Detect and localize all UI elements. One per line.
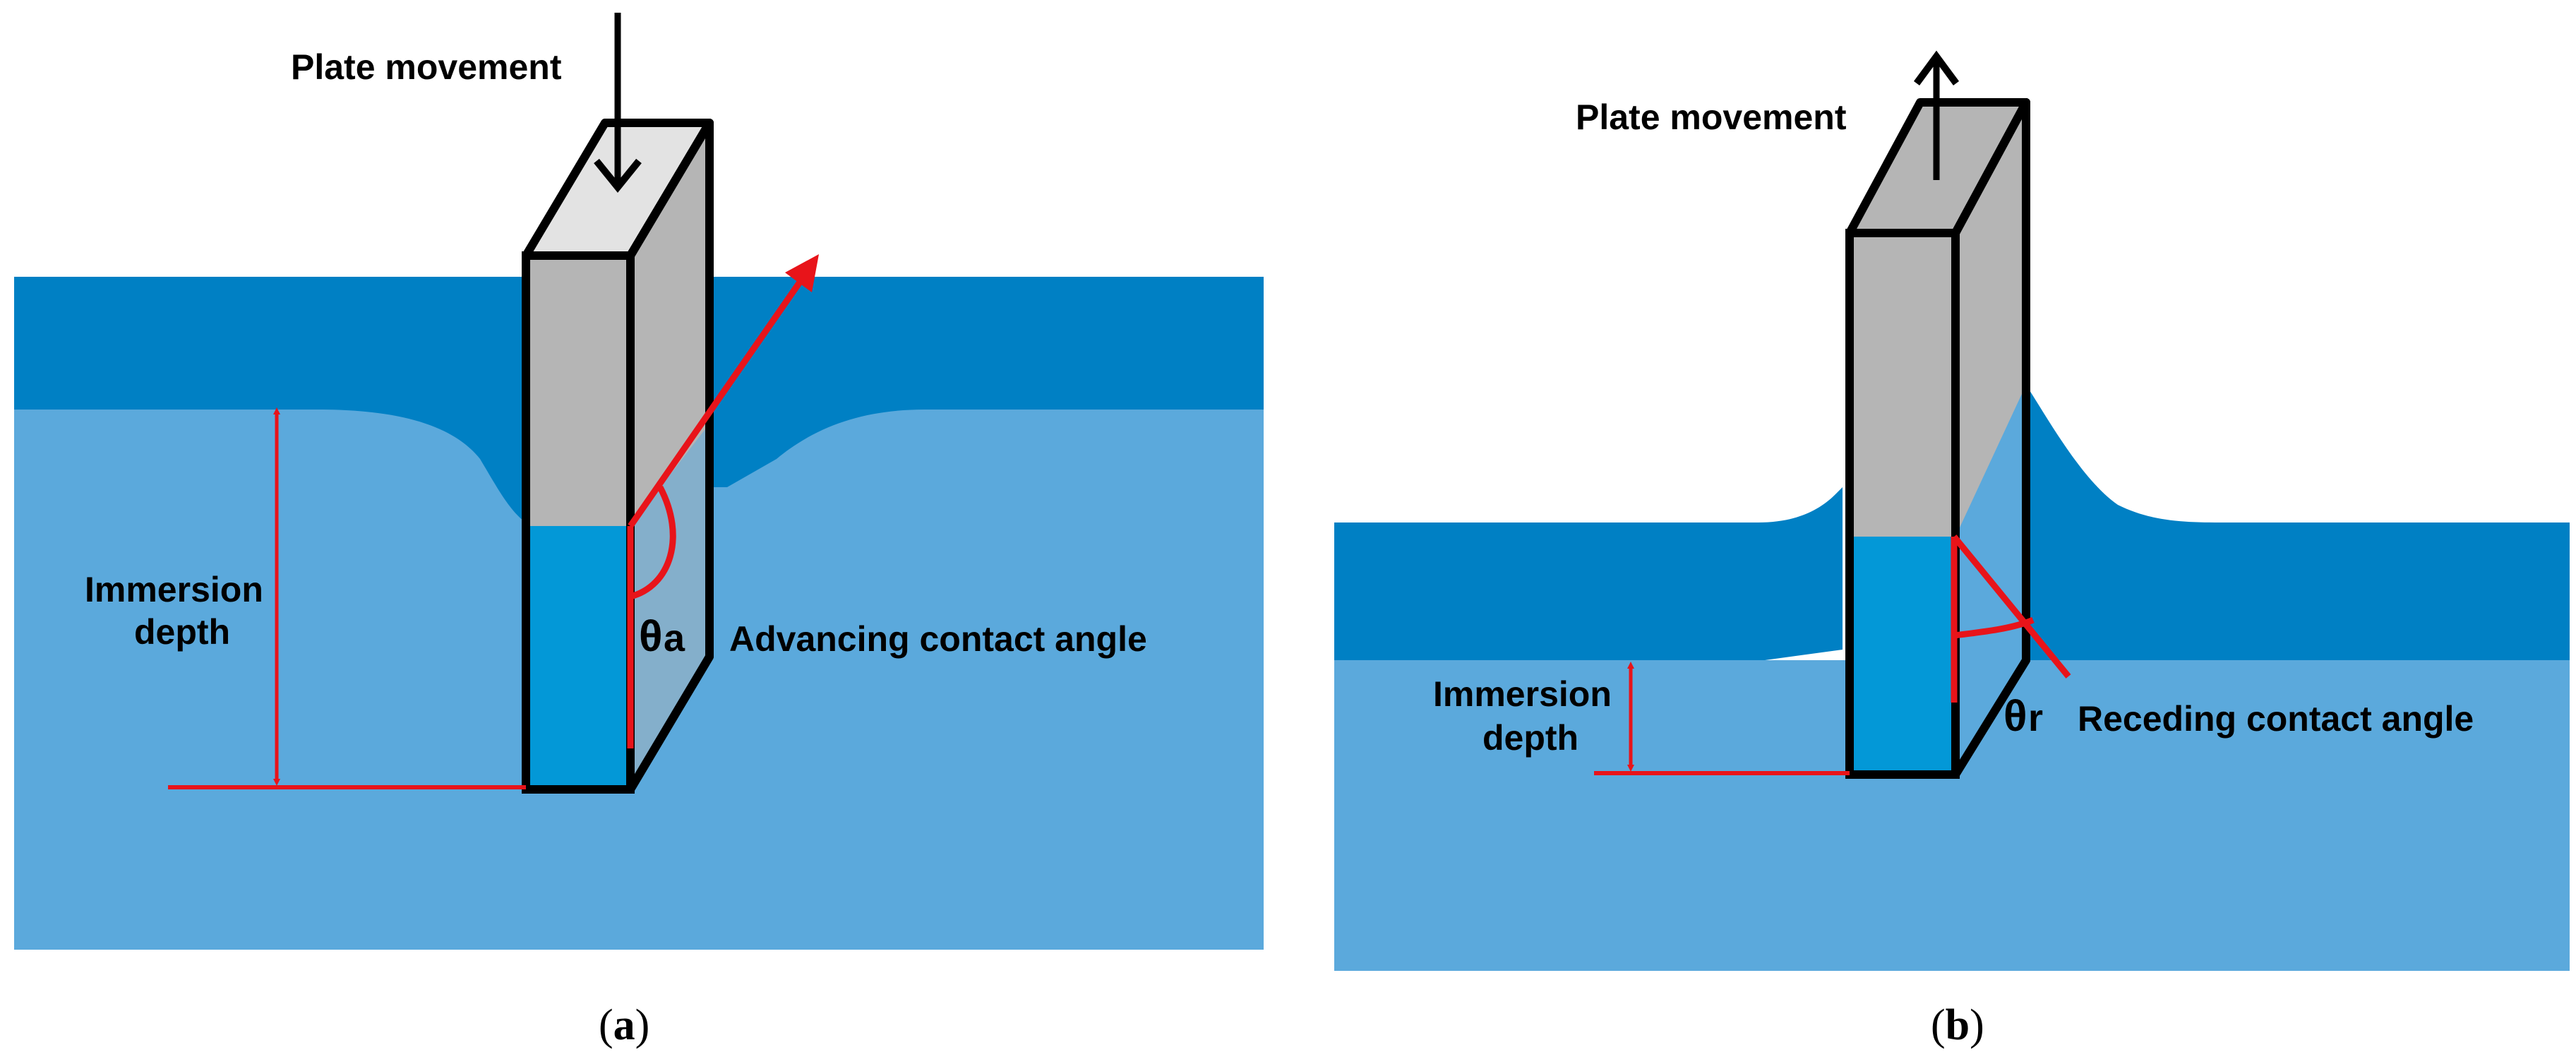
caption-a: (a): [599, 1001, 649, 1049]
advancing-angle-label: Advancing contact angle: [729, 619, 1147, 659]
immersion-label-line2: depth: [134, 612, 230, 652]
plate-front-immersed: [526, 526, 630, 789]
receding-angle-label: Receding contact angle: [2078, 699, 2474, 739]
panel-a: Plate movement Immersion depth θ a Advan…: [14, 13, 1264, 1049]
meniscus-crest: [706, 277, 1264, 332]
caption-close: ): [635, 1001, 650, 1049]
plate-front-immersed: [1850, 537, 1955, 775]
caption-open: (: [1931, 1001, 1946, 1049]
plate-front-dry: [1850, 233, 1955, 537]
plate-movement-label: Plate movement: [291, 47, 562, 87]
arrow-head-icon: [1913, 50, 1960, 85]
caption-letter: b: [1946, 1001, 1970, 1049]
caption-close: ): [1970, 1001, 1984, 1049]
panel-b: Plate movement Immersion depth θ r Reced…: [1334, 50, 2570, 1049]
immersion-label-line1: Immersion: [85, 570, 263, 609]
tangent-line: [1951, 535, 2071, 679]
angle-arc: [629, 485, 676, 600]
arrow-head-icon: [594, 158, 642, 193]
theta-subscript: a: [664, 617, 685, 659]
plate-side-immersed: [630, 424, 709, 789]
liquid-right-deep: [1948, 385, 2570, 660]
liquid-left-deep: [1334, 487, 1843, 660]
immersion-label-line1: Immersion: [1433, 674, 1612, 714]
tangent-arrow: [628, 263, 815, 528]
tangent-arrow-head: [785, 254, 819, 292]
immersion-label-line2: depth: [1482, 718, 1578, 758]
theta-symbol: θ: [639, 612, 663, 661]
caption-open: (: [599, 1001, 613, 1049]
theta-symbol: θ: [2003, 692, 2027, 741]
caption-letter: a: [613, 1001, 635, 1049]
plate-front-dry: [526, 256, 630, 526]
angle-arc: [1953, 616, 2035, 639]
theta-subscript: r: [2028, 697, 2043, 739]
plate-movement-label: Plate movement: [1576, 97, 1847, 137]
caption-b: (b): [1931, 1001, 1984, 1049]
